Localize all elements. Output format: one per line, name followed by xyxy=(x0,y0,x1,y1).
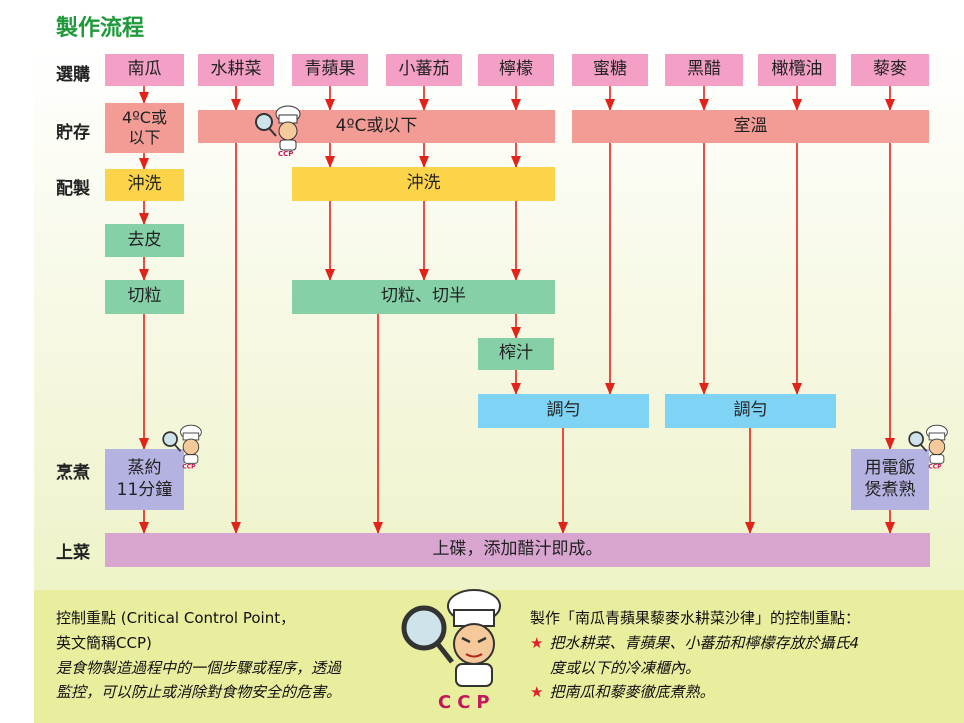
juice-lemon: 榨汁 xyxy=(478,338,554,370)
ingredient-black-vinegar: 黑醋 xyxy=(665,54,743,86)
svg-text:CCP: CCP xyxy=(928,464,942,471)
wash-pumpkin: 沖洗 xyxy=(105,169,184,201)
dice-pumpkin: 切粒 xyxy=(105,280,184,314)
star-icon: ★ xyxy=(530,633,544,652)
store-room-temp: 室溫 xyxy=(572,110,929,143)
stage-select: 選購 xyxy=(56,65,90,85)
page-title: 製作流程 xyxy=(56,16,145,41)
mix-dressing-2: 調勻 xyxy=(665,394,836,428)
plate-serve: 上碟，添加醋汁即成。 xyxy=(105,533,930,567)
ccp-point-2: ★把南瓜和藜麥徹底煮熟。 xyxy=(530,683,715,702)
ccp-def-line-1: 控制重點 (Critical Control Point， xyxy=(56,609,296,627)
stage-serve: 上菜 xyxy=(56,543,90,563)
stage-prep: 配製 xyxy=(56,179,90,199)
store-pumpkin: 4ºC或 以下 xyxy=(105,103,184,153)
ingredient-pumpkin: 南瓜 xyxy=(105,54,184,86)
ccp-point-1-cont: 度或以下的冷凍櫃內。 xyxy=(550,658,701,677)
svg-text:CCP: CCP xyxy=(438,692,496,713)
svg-text:CCP: CCP xyxy=(278,150,293,158)
star-icon: ★ xyxy=(530,683,544,702)
ccp-points-title: 製作「南瓜青蘋果藜麥水耕菜沙律」的控制重點： xyxy=(530,609,861,627)
stage-cook: 烹煮 xyxy=(56,463,90,483)
svg-text:CCP: CCP xyxy=(182,464,196,471)
ingredient-lemon: 檸檬 xyxy=(478,54,554,86)
ingredient-quinoa: 藜麥 xyxy=(851,54,929,86)
ccp-chef-large-icon: CCP xyxy=(401,589,501,713)
ingredient-olive-oil: 橄欖油 xyxy=(758,54,836,86)
peel-pumpkin: 去皮 xyxy=(105,224,184,257)
flow-arrows xyxy=(139,86,895,534)
mix-dressing-1: 調勻 xyxy=(478,394,649,428)
ccp-def-line-3: 是食物製造過程中的一個步驟或程序，透過 xyxy=(56,658,342,677)
ricecooker-quinoa: 用電飯 煲煮熟 xyxy=(851,449,929,510)
steam-pumpkin: 蒸約 11分鐘 xyxy=(105,449,184,510)
ccp-chef-icon-steam: CCP xyxy=(162,424,202,471)
ccp-chef-icon-quinoa: CCP xyxy=(908,424,948,471)
ccp-def-line-2: 英文簡稱CCP) xyxy=(56,633,152,652)
ccp-points: 製作「南瓜青蘋果藜麥水耕菜沙律」的控制重點： ★把水耕菜、青蘋果、小蕃茄和檸檬存… xyxy=(530,606,860,705)
ccp-def-line-4: 監控，可以防止或消除對食物安全的危害。 xyxy=(56,683,342,702)
ccp-point-1: ★把水耕菜、青蘋果、小蕃茄和檸檬存放於攝氏4 xyxy=(530,633,859,652)
ingredient-green-apple: 青蘋果 xyxy=(292,54,368,86)
wash-group: 沖洗 xyxy=(292,167,555,201)
ingredient-cherry-tomato: 小蕃茄 xyxy=(386,54,462,86)
ingredient-hydroponic-greens: 水耕菜 xyxy=(198,54,274,86)
ccp-chef-icon: CCP xyxy=(255,105,301,158)
ccp-definition: 控制重點 (Critical Control Point， 英文簡稱CCP) 是… xyxy=(56,606,341,705)
dice-halve-group: 切粒、切半 xyxy=(292,280,555,314)
ingredient-honey: 蜜糖 xyxy=(572,54,648,86)
stage-store: 貯存 xyxy=(56,123,90,143)
